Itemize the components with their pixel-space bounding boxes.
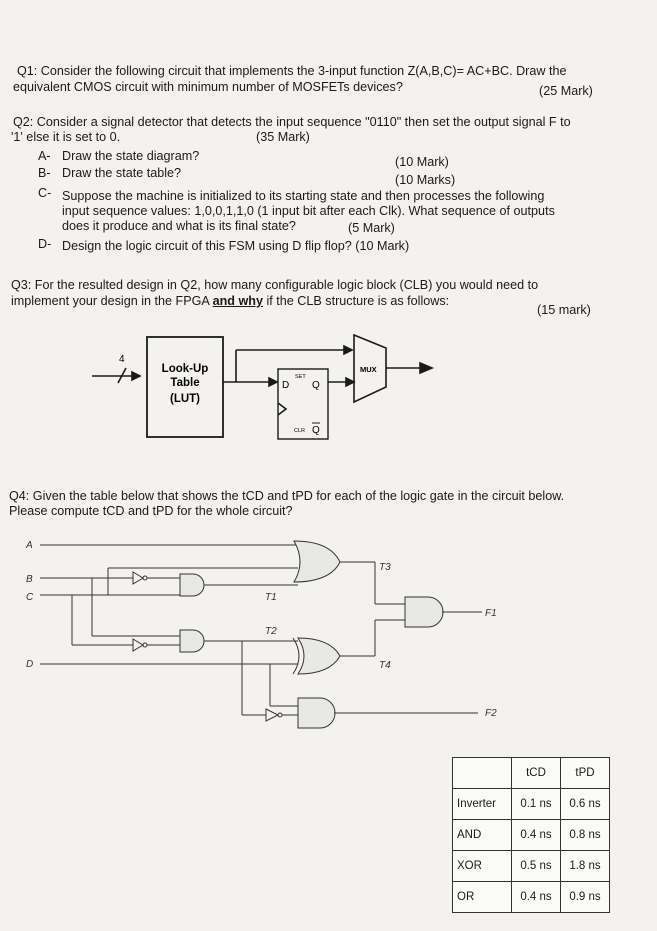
q1-line2: equivalent CMOS circuit with minimum num… (13, 80, 403, 94)
dff-q-label: Q (312, 380, 320, 391)
dff-d-label: D (282, 380, 289, 391)
lut-label-1: Look-Up (162, 363, 209, 375)
gate-name-cell: XOR (452, 850, 512, 882)
tcd-cell: 0.1 ns (511, 788, 561, 820)
q2-line2: '1' else it is set to 0. (11, 130, 121, 144)
input-d-label: D (26, 659, 33, 670)
node-t2-label: T2 (265, 626, 277, 637)
node-t1-label: T1 (265, 592, 277, 603)
tpd-cell: 0.9 ns (560, 881, 610, 913)
q2-d-label: D- (38, 237, 52, 251)
q3-line1: Q3: For the resulted design in Q2, how m… (11, 278, 539, 292)
q2-b-mark: (10 Marks) (395, 173, 456, 187)
lut-to-ff-arrowhead (268, 376, 279, 388)
lut-input-arrowhead (131, 370, 142, 382)
q3-line2: implement your design in the FPGA and wh… (11, 293, 449, 309)
node-t3-label: T3 (379, 562, 391, 573)
gate-name-cell: OR (452, 881, 512, 913)
q3-mark: (15 mark) (537, 303, 591, 317)
and-gate-3 (404, 596, 444, 628)
bypass-arrowhead (343, 344, 354, 356)
q2-a-mark: (10 Mark) (395, 155, 449, 169)
q2-d-text: Design the logic circuit of this FSM usi… (62, 239, 410, 253)
input-b-label: B (26, 574, 33, 585)
dff-clock-triangle (277, 402, 288, 416)
q2-c-label: C- (38, 186, 52, 200)
lut-box (146, 336, 224, 438)
table-header-cell: tCD (511, 757, 561, 789)
table-row: Inverter 0.1 ns 0.6 ns (452, 788, 610, 820)
q2-c-line1: Suppose the machine is initialized to it… (62, 189, 545, 203)
tcd-cell: 0.5 ns (511, 850, 561, 882)
q2-b-label: B- (38, 166, 51, 180)
timing-table: tCD tPD Inverter 0.1 ns 0.6 ns AND 0.4 n… (452, 757, 610, 913)
q2-c-line3: does it produce and what is its final st… (62, 219, 296, 233)
bus-width-label: 4 (119, 354, 125, 365)
inverter3 (265, 708, 280, 722)
q2-line1: Q2: Consider a signal detector that dete… (13, 115, 571, 129)
xor-gate (297, 637, 341, 675)
input-c-label: C (26, 592, 34, 603)
and-gate-1 (179, 573, 205, 597)
tpd-cell: 1.8 ns (560, 850, 610, 882)
and-gate-2 (179, 629, 205, 653)
dff-set-label: SET (295, 374, 306, 380)
q2-a-text: Draw the state diagram? (62, 149, 200, 163)
q2-b-text: Draw the state table? (62, 166, 182, 180)
q2-c-mark: (5 Mark) (348, 221, 395, 235)
q2-a-label: A- (38, 149, 51, 163)
mux-shape (353, 333, 387, 404)
ff-to-mux-arrowhead (345, 376, 356, 388)
q1-mark: (25 Mark) (539, 84, 593, 98)
inverter2 (132, 638, 144, 652)
input-a-label: A (25, 540, 33, 551)
lut-label-2: Table (170, 377, 199, 389)
q1-line1: Q1: Consider the following circuit that … (17, 64, 567, 78)
dff-qbar-label: Q (312, 425, 320, 436)
gate-name-cell: Inverter (452, 788, 512, 820)
inverter1 (132, 571, 144, 585)
table-row: AND 0.4 ns 0.8 ns (452, 819, 610, 851)
output-f2-label: F2 (485, 708, 497, 719)
node-t4-label: T4 (379, 660, 391, 671)
q2-mark: (35 Mark) (256, 130, 310, 144)
tpd-cell: 0.8 ns (560, 819, 610, 851)
q3-line2-b: and why (212, 294, 263, 308)
gate-name-cell: AND (452, 819, 512, 851)
output-f1-label: F1 (485, 608, 497, 619)
dff-clr-label: CLR (294, 428, 305, 434)
lut-label-3: (LUT) (170, 393, 200, 405)
q3-line2-c: if the CLB structure is as follows: (263, 294, 450, 308)
q4-line2: Please compute tCD and tPD for the whole… (9, 504, 293, 518)
and-gate-4 (297, 697, 336, 729)
or-gate-1 (293, 540, 341, 583)
tcd-cell: 0.4 ns (511, 819, 561, 851)
table-row: OR 0.4 ns 0.9 ns (452, 881, 610, 913)
q4-line1: Q4: Given the table below that shows the… (9, 489, 565, 503)
table-header-cell (452, 757, 512, 789)
tcd-cell: 0.4 ns (511, 881, 561, 913)
mux-label: MUX (360, 365, 377, 374)
table-header-cell: tPD (560, 757, 610, 789)
table-header-row: tCD tPD (452, 757, 610, 789)
q3-line2-a: implement your design in the FPGA (11, 294, 213, 308)
q2-c-line2: input sequence values: 1,0,0,1,1,0 (1 in… (62, 204, 555, 218)
bus-slash (117, 367, 127, 384)
xor-gate-back-arc (292, 637, 300, 675)
table-row: XOR 0.5 ns 1.8 ns (452, 850, 610, 882)
tpd-cell: 0.6 ns (560, 788, 610, 820)
mux-output-arrowhead (419, 361, 435, 375)
